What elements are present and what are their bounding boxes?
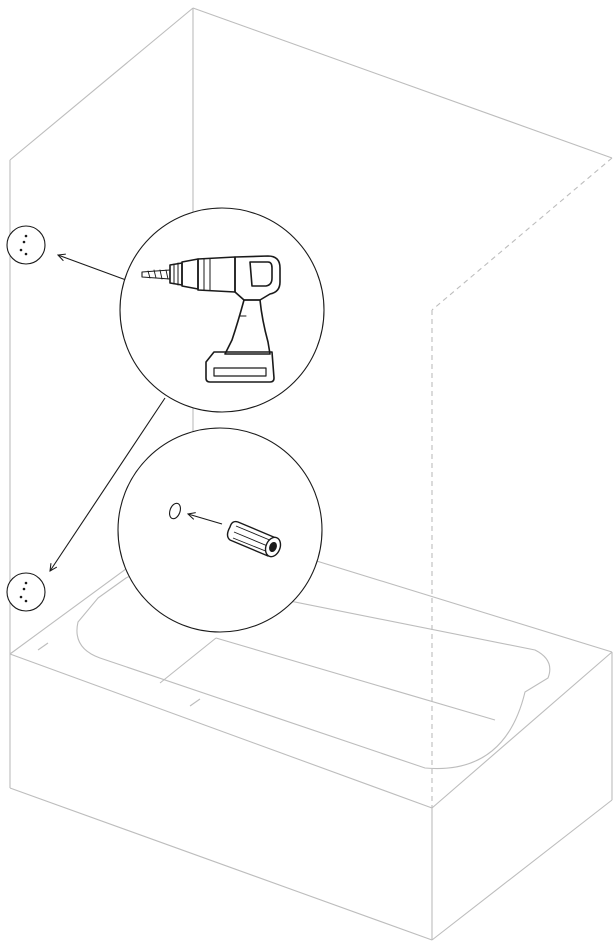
tub-front-rim (9, 653, 433, 809)
drill-holes-icon (19, 581, 28, 603)
wall-plug-anchor-icon (226, 520, 282, 558)
bath-enclosure (9, 7, 613, 941)
lower-hole-marker (6, 572, 46, 612)
insert-anchor-arrow (188, 514, 223, 525)
upper-hole-marker (6, 225, 46, 265)
anchor-callout (117, 427, 323, 633)
wall-hole-icon (169, 502, 181, 520)
drill-to-lower-hole-arrow (50, 397, 166, 571)
tub-basin-back-floor-line (215, 637, 496, 721)
marker-circle (6, 572, 46, 612)
tub-skirt-bottom-side (431, 799, 613, 941)
side-wall-top-edge (192, 7, 613, 159)
tub-skirt-bottom-front (9, 787, 433, 941)
tub-slot-left (37, 642, 49, 651)
back-wall-top-edge (9, 7, 194, 161)
tub-slot-center (189, 698, 201, 707)
drill-to-upper-hole-arrow (58, 255, 127, 281)
glass-panel-top-edge (431, 157, 613, 311)
cordless-drill-icon (141, 255, 281, 383)
callout-circle (117, 427, 323, 633)
tub-basin-floor-line (159, 637, 217, 684)
marker-circle (6, 225, 46, 265)
drill-holes-icon (19, 234, 28, 256)
tub-side-rim (431, 651, 613, 809)
drill-callout (119, 207, 325, 413)
